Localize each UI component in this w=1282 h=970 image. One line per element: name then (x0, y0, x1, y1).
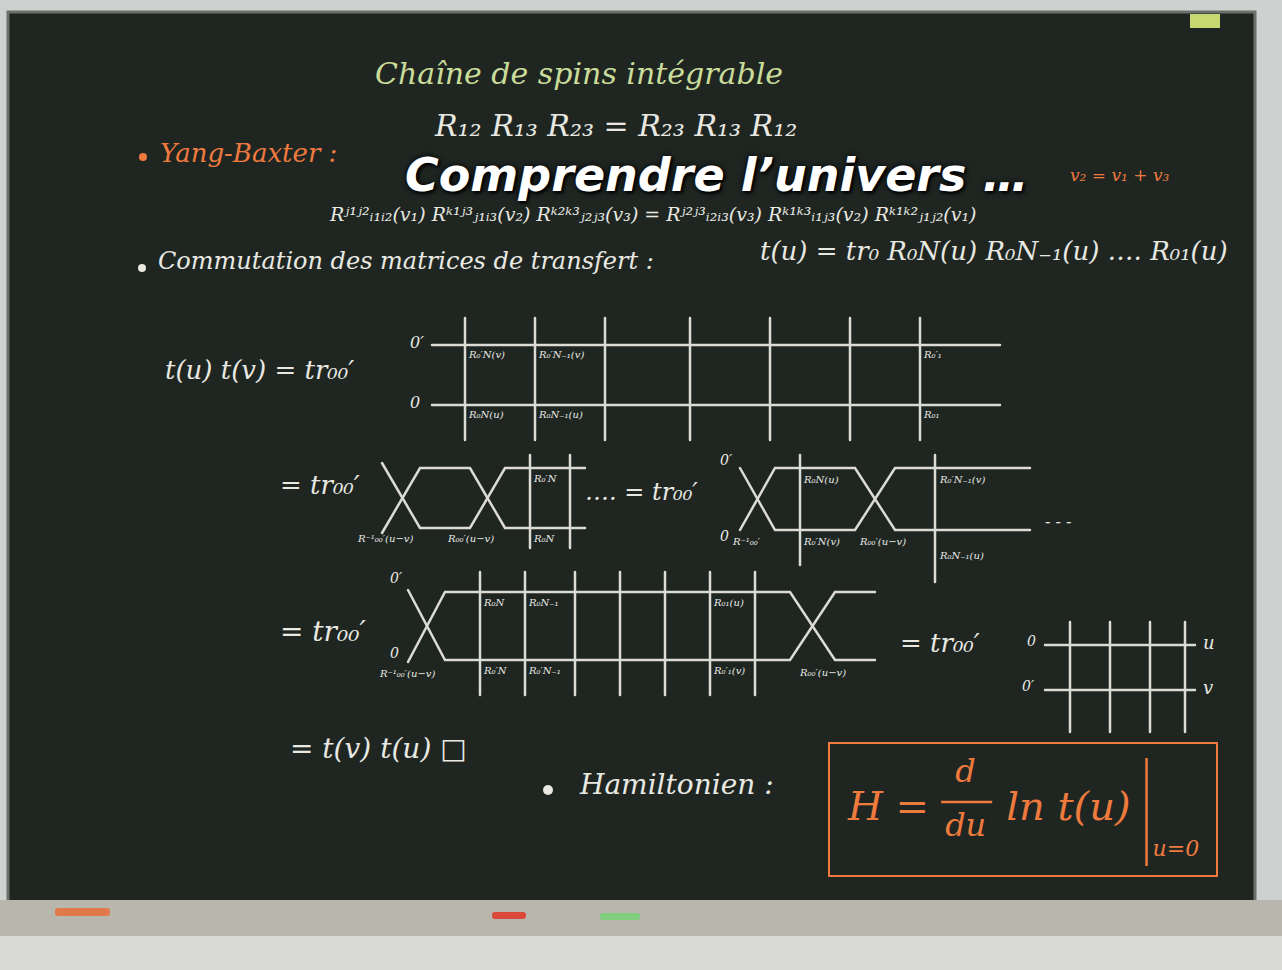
chalk-text: R₀′N₋₁(v) (539, 349, 584, 361)
chalk-text: 0′ (390, 570, 402, 587)
fraction-bar (941, 801, 992, 804)
chalk-text: R₀′N (534, 473, 557, 485)
chalk-text: = t(v) t(u) □ (290, 732, 467, 766)
chalk-stick (492, 912, 526, 919)
chalk-text: R⁻¹₀₀′(u−v) (358, 533, 413, 545)
chalk-text: 0 (390, 645, 399, 662)
chalk-text: …. = tr₀₀′ (585, 478, 698, 507)
sticker (1190, 14, 1220, 28)
chalk-text: Hamiltonien : (580, 768, 774, 802)
chalk-text: R₀N₋₁(u) (940, 550, 984, 562)
chalk-lines (382, 318, 1195, 732)
chalk-text: R₀′N(v) (804, 536, 840, 548)
chalk-text: R₀₁ (924, 409, 940, 421)
bullet (138, 264, 146, 272)
chalk-text: - - - (1045, 512, 1071, 531)
bullet (543, 785, 553, 795)
chalk-text: t(u) = tr₀ R₀N(u) R₀N₋₁(u) …. R₀₁(u) (760, 236, 1228, 267)
chalk-text: R₀₀′(u−v) (860, 536, 906, 548)
chalk-text: Yang-Baxter : (160, 138, 337, 169)
chalk-text: R₀N₋₁ (529, 597, 559, 609)
floor (0, 936, 1282, 970)
chalk-text: R₀′N₋₁(v) (940, 474, 985, 486)
chalk-text: R₀₁(u) (714, 597, 744, 609)
chalk-text: 0 (1027, 633, 1036, 650)
chalk-text: R₀′N(v) (469, 349, 505, 361)
chalk-text: R₀′N₋₁ (529, 665, 561, 677)
chalk-stick (600, 913, 640, 920)
chalk-ledge (0, 900, 1282, 936)
chalk-text: t(u) t(v) = tr₀₀′ (165, 355, 354, 386)
chalk-text: R₀′₁(v) (714, 665, 745, 677)
chalk-text: R⁻¹₀₀′ (733, 536, 760, 548)
chalk-text: Commutation des matrices de transfert : (158, 247, 654, 276)
formula-part: du (945, 806, 986, 844)
formula-part: u=0 (1153, 836, 1200, 862)
chalk-text: R₀N(u) (469, 409, 504, 421)
chalk-text: R₁₂ R₁₃ R₂₃ = R₂₃ R₁₃ R₁₂ (435, 108, 797, 144)
chalk-text: 0 (410, 393, 420, 412)
bullet (139, 153, 147, 161)
chalk-text: R₀₀′(u−v) (800, 667, 846, 679)
chalk-text: v₂ = v₁ + v₃ (1070, 165, 1169, 185)
board (8, 12, 1255, 902)
chalk-text: u (1203, 632, 1215, 654)
formula-part: ln t(u) (1006, 782, 1130, 830)
chalk-text: R₀₀′(u−v) (448, 533, 494, 545)
chalk-text: 0 (720, 528, 729, 545)
chalk-text: 0′ (410, 333, 424, 352)
board-title: Chaîne de spins intégrable (375, 56, 783, 92)
formula-part: d (955, 752, 975, 790)
chalk-text: = tr₀₀′ (280, 615, 366, 649)
chalk-text: R₀N (534, 533, 554, 545)
overlay-caption: Comprendre l’univers … (405, 148, 1028, 203)
chalk-text: 0′ (720, 452, 732, 469)
chalk-text: 0′ (1022, 678, 1034, 695)
evaluation-bar (1145, 758, 1148, 866)
chalk-text: Rʲ¹ʲ²ᵢ₁ᵢ₂(v₁) Rᵏ¹ʲ³ⱼ₁ᵢ₃(v₂) Rᵏ²ᵏ³ⱼ₂ⱼ₃(v₃… (330, 203, 977, 226)
chalk-text: R⁻¹₀₀′(u−v) (380, 668, 435, 680)
chalk-text: R₀N (484, 597, 504, 609)
chalk-text: R₀N₋₁(u) (539, 409, 583, 421)
chalk-text: = tr₀₀′ (900, 628, 980, 659)
chalk-stick (55, 908, 110, 916)
chalk-text: R₀′N (484, 665, 507, 677)
chalk-text: = tr₀₀′ (280, 470, 360, 501)
chalk-text: v (1203, 677, 1213, 699)
chalk-text: R₀′₁ (924, 349, 942, 361)
chalk-text: R₀N(u) (804, 474, 839, 486)
formula-box: H = d du ln t(u) u=0 (828, 742, 1218, 877)
formula-part: H = (848, 782, 929, 830)
